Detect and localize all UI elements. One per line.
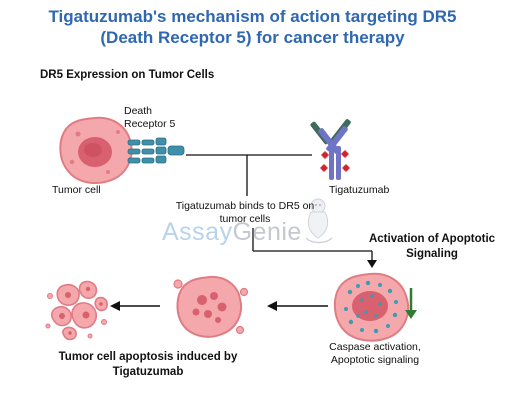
apoptotic-bodies-icon bbox=[45, 280, 108, 341]
genie-icon bbox=[305, 198, 333, 244]
page-title: Tigatuzumab's mechanism of action target… bbox=[0, 6, 505, 48]
tumor-cell-icon bbox=[59, 116, 133, 185]
activation-heading: Activation of Apoptotic Signaling bbox=[368, 233, 496, 260]
title-line-2: (Death Receptor 5) for cancer therapy bbox=[100, 28, 405, 47]
title-line-1: Tigatuzumab's mechanism of action target… bbox=[48, 7, 457, 26]
apoptotic-cell-icon bbox=[173, 275, 249, 338]
down-arrow-head bbox=[367, 260, 377, 268]
watermark-part-1: Assay bbox=[162, 218, 233, 246]
activated-cell-icon bbox=[333, 272, 410, 342]
tigatuzumab-label: Tigatuzumab bbox=[329, 184, 390, 196]
watermark-part-2: Genie bbox=[232, 218, 302, 246]
dr5-expression-heading: DR5 Expression on Tumor Cells bbox=[40, 69, 215, 81]
death-receptor-icon bbox=[127, 137, 185, 164]
connector-lines bbox=[186, 154, 373, 262]
antibody-icon bbox=[310, 119, 351, 180]
arrow-icon bbox=[267, 301, 328, 311]
death-receptor-label: Death Receptor 5 bbox=[124, 105, 176, 130]
watermark: AssayGenie bbox=[162, 218, 302, 247]
down-arrow-icon bbox=[405, 288, 417, 319]
binding-step-label: Tigatuzumab binds to DR5 on tumor cells bbox=[175, 200, 315, 225]
tumor-cell-label: Tumor cell bbox=[52, 184, 101, 196]
arrow-icon bbox=[110, 301, 160, 311]
caspase-label: Caspase activation, Apoptotic signaling bbox=[329, 341, 421, 366]
apoptosis-heading: Tumor cell apoptosis induced by Tigatuzu… bbox=[58, 351, 238, 378]
